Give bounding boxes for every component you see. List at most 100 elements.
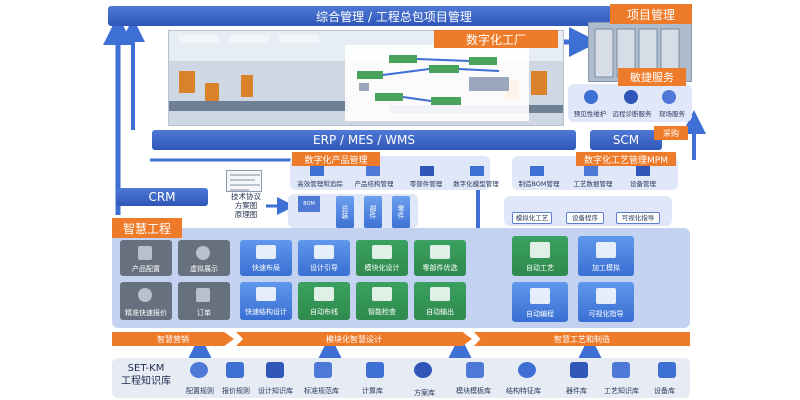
erp-mes-wms-bar: ERP / MES / WMS bbox=[152, 130, 576, 150]
machining-sim-icon bbox=[596, 242, 616, 258]
mpm-icon-1 bbox=[530, 166, 544, 176]
output-icon bbox=[430, 287, 450, 301]
service-icon-remote bbox=[624, 90, 638, 104]
parts-opt-icon bbox=[430, 245, 450, 259]
modular-design-icon bbox=[372, 245, 392, 259]
kb-feature[interactable]: 结构特征库 bbox=[506, 387, 541, 395]
top-management-bar: 综合管理 / 工程总包项目管理 bbox=[108, 6, 680, 26]
auto-program-icon bbox=[530, 288, 550, 304]
order-tile[interactable]: 订单 bbox=[178, 282, 230, 320]
virtual-display-tile[interactable]: 虚拟展示 bbox=[178, 240, 230, 276]
kb-device[interactable]: 器件库 bbox=[566, 387, 587, 395]
design-tile-wiring[interactable]: 自动布线 bbox=[298, 282, 350, 320]
kb-calc-icon bbox=[366, 362, 384, 378]
kb-device-icon bbox=[570, 362, 588, 378]
kb-design-icon bbox=[266, 362, 284, 378]
tech-doc-text: 技术协议 方案图 原理图 bbox=[222, 192, 270, 219]
project-mgmt-label: 项目管理 bbox=[610, 4, 692, 24]
smart-eng-label: 智慧工程 bbox=[112, 218, 182, 238]
kb-process[interactable]: 工艺知识库 bbox=[604, 387, 639, 395]
service-icon-predictive bbox=[584, 90, 598, 104]
kb-standard[interactable]: 标准规范库 bbox=[304, 387, 339, 395]
mpm-item-1: 制造BOM管理 bbox=[518, 180, 560, 188]
knowledge-title: SET-KM 工程知识库 bbox=[114, 362, 178, 388]
scm-box: SCM bbox=[590, 130, 662, 150]
process-tile-program[interactable]: 自动编程 bbox=[512, 282, 568, 322]
design-guide-icon bbox=[314, 245, 334, 259]
plm-item-2: 产品结构管理 bbox=[354, 180, 394, 188]
bom-item-assembly: 总装 bbox=[336, 196, 354, 228]
digital-factory-label: 数字化工厂 bbox=[434, 30, 558, 48]
purchase-label: 采购 bbox=[654, 126, 688, 140]
process-tile-visual[interactable]: 可视化指导 bbox=[578, 282, 634, 322]
tech-doc-line-3: 原理图 bbox=[234, 210, 258, 219]
wiring-icon bbox=[314, 287, 334, 301]
knowledge-title-line2: 工程知识库 bbox=[121, 376, 171, 387]
mpm-button-program[interactable]: 设备程序 bbox=[566, 212, 604, 224]
tech-doc-line-1: 技术协议 bbox=[231, 192, 261, 201]
mpm-button-sim[interactable]: 模拟化工艺 bbox=[512, 212, 552, 224]
product-config-tile[interactable]: 产品配置 bbox=[120, 240, 172, 276]
plm-icon-1 bbox=[310, 166, 324, 176]
design-tile-guide[interactable]: 设计引导 bbox=[298, 240, 350, 276]
mpm-button-visual[interactable]: 可视化指导 bbox=[616, 212, 660, 224]
bom-icon: BOM bbox=[298, 196, 320, 212]
service-label-predictive: 预见性维护 bbox=[573, 110, 607, 118]
design-tile-output[interactable]: 自动输出 bbox=[414, 282, 466, 320]
visual-guide-icon bbox=[596, 288, 616, 304]
plm-label: 数字化产品管理 bbox=[292, 152, 380, 166]
plm-item-4: 数字化模型管理 bbox=[453, 180, 499, 188]
mpm-label: 数字化工艺管理MPM bbox=[576, 152, 676, 166]
process-tile-auto[interactable]: 自动工艺 bbox=[512, 236, 568, 276]
mpm-item-2: 工艺数据管理 bbox=[573, 180, 613, 188]
design-tile-structure[interactable]: 快速结构设计 bbox=[240, 282, 292, 320]
kb-module[interactable]: 模块模板库 bbox=[456, 387, 491, 395]
kb-standard-icon bbox=[314, 362, 332, 378]
design-tile-parts[interactable]: 零部件优选 bbox=[414, 240, 466, 276]
virtual-display-icon bbox=[196, 246, 210, 260]
process-tile-sim[interactable]: 加工模拟 bbox=[578, 236, 634, 276]
kb-scheme-icon bbox=[414, 362, 432, 378]
auto-process-icon bbox=[530, 242, 550, 258]
quick-quote-icon bbox=[138, 288, 152, 302]
mpm-item-3: 设备管理 bbox=[630, 180, 656, 188]
mpm-icon-3 bbox=[636, 166, 650, 176]
kb-equipment[interactable]: 设备库 bbox=[654, 387, 675, 395]
plm-item-1: 高效管理和追踪 bbox=[297, 180, 343, 188]
kb-config-rules[interactable]: 配置规则 bbox=[186, 387, 214, 395]
bom-item-component: 部件 bbox=[364, 196, 382, 228]
plm-icon-3 bbox=[420, 166, 434, 176]
kb-module-icon bbox=[466, 362, 484, 378]
kb-quote-rules[interactable]: 报价规则 bbox=[222, 387, 250, 395]
structure-icon bbox=[256, 287, 276, 301]
kb-quote-rules-icon bbox=[226, 362, 244, 378]
kb-calc[interactable]: 计算库 bbox=[362, 387, 383, 395]
tab-modular-design[interactable]: 模块化智慧设计 bbox=[236, 332, 472, 346]
top-bar-text: 综合管理 / 工程总包项目管理 bbox=[316, 9, 472, 24]
product-config-icon bbox=[138, 246, 152, 260]
quick-service-label: 敏捷服务 bbox=[618, 68, 686, 86]
tab-smart-process[interactable]: 智慧工艺和制造 bbox=[474, 332, 690, 346]
kb-config-rules-icon bbox=[190, 362, 208, 378]
kb-feature-icon bbox=[518, 362, 536, 378]
design-tile-check[interactable]: 智能检查 bbox=[356, 282, 408, 320]
mpm-icon-2 bbox=[584, 166, 598, 176]
fast-layout-icon bbox=[256, 245, 276, 259]
factory-photo bbox=[169, 31, 563, 125]
quick-quote-tile[interactable]: 精准快速报价 bbox=[120, 282, 172, 320]
tech-doc-image bbox=[226, 170, 262, 192]
order-icon bbox=[196, 288, 210, 302]
kb-scheme[interactable]: 方案库 bbox=[414, 389, 435, 397]
plm-icon-4 bbox=[470, 166, 484, 176]
service-label-remote: 远程诊断服务 bbox=[612, 110, 652, 118]
kb-equipment-icon bbox=[658, 362, 676, 378]
tab-smart-marketing[interactable]: 智慧营销 bbox=[112, 332, 234, 346]
kb-process-icon bbox=[612, 362, 630, 378]
design-tile-modular[interactable]: 模块化设计 bbox=[356, 240, 408, 276]
service-icon-onsite bbox=[662, 90, 676, 104]
kb-design[interactable]: 设计知识库 bbox=[258, 387, 293, 395]
check-icon bbox=[372, 287, 392, 301]
design-tile-fast-layout[interactable]: 快速布局 bbox=[240, 240, 292, 276]
plm-icon-2 bbox=[366, 166, 380, 176]
knowledge-panel bbox=[112, 358, 690, 398]
